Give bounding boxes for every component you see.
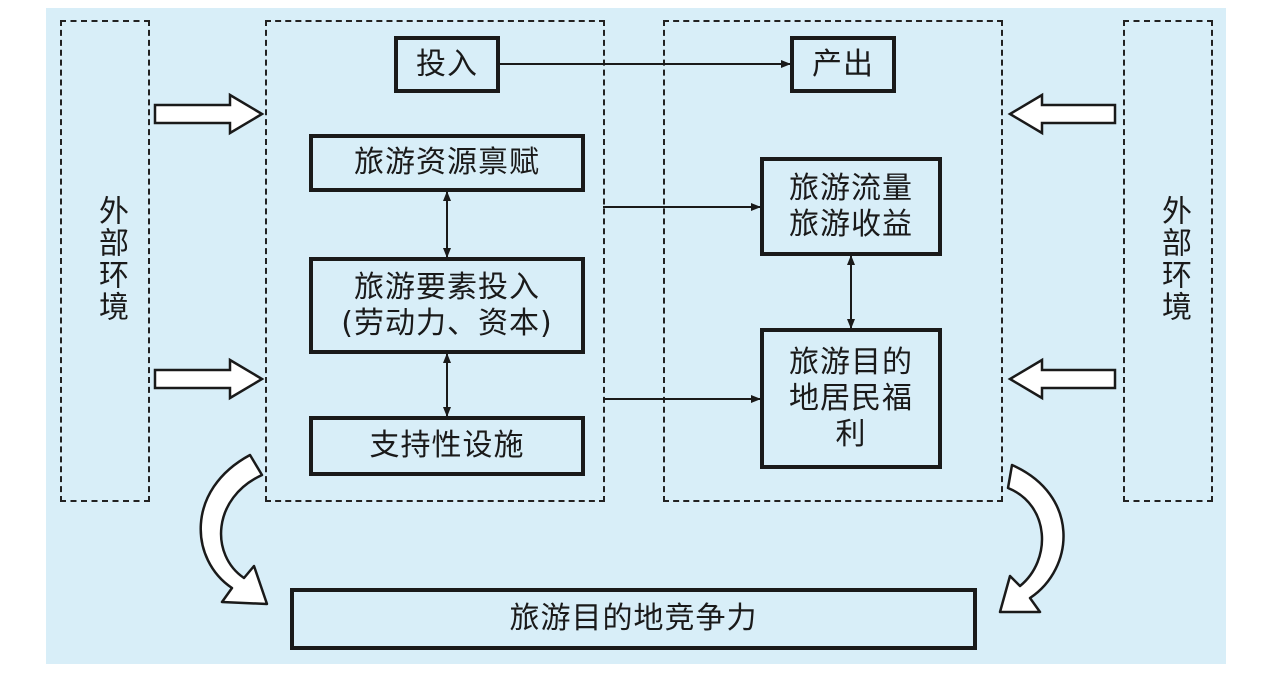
factor-input-box: 旅游要素投入 (劳动力、资本) [309,257,585,354]
competitiveness-box: 旅游目的地竞争力 [290,588,977,650]
left-curved-arrow [199,453,269,606]
flow-revenue-box: 旅游流量 旅游收益 [760,157,942,256]
welfare-line2: 地居民福 [789,380,913,416]
left-env-arrow-upper [153,92,265,136]
output-box: 产出 [790,36,896,93]
factor-input-line2: (劳动力、资本) [341,305,553,341]
right-env-arrow-upper [1007,92,1117,136]
left-env-arrow-lower [153,357,265,401]
input-label: 投入 [416,46,478,82]
welfare-line1: 旅游目的 [789,344,913,380]
resource-endowment-box: 旅游资源禀赋 [309,134,585,192]
input-box: 投入 [394,36,500,93]
flow-line2: 旅游收益 [789,206,913,242]
resident-welfare-box: 旅游目的 地居民福 利 [760,328,942,469]
competitiveness-label: 旅游目的地竞争力 [509,601,758,636]
right-environment-frame [1123,20,1213,502]
output-label: 产出 [812,46,874,82]
support-facilities-label: 支持性设施 [369,428,525,463]
right-env-arrow-lower [1007,357,1117,401]
welfare-line3: 利 [835,416,867,452]
flow-line1: 旅游流量 [789,170,913,206]
output-group-frame [663,20,1003,502]
right-curved-arrow [998,463,1065,614]
factor-input-line1: 旅游要素投入 [353,269,540,305]
left-environment-frame [60,20,150,502]
left-environment-label: 外部环境 [93,195,128,323]
support-facilities-box: 支持性设施 [309,416,585,476]
input-group-frame [265,20,605,502]
right-environment-label: 外部环境 [1156,195,1191,323]
resource-endowment-label: 旅游资源禀赋 [354,145,540,180]
